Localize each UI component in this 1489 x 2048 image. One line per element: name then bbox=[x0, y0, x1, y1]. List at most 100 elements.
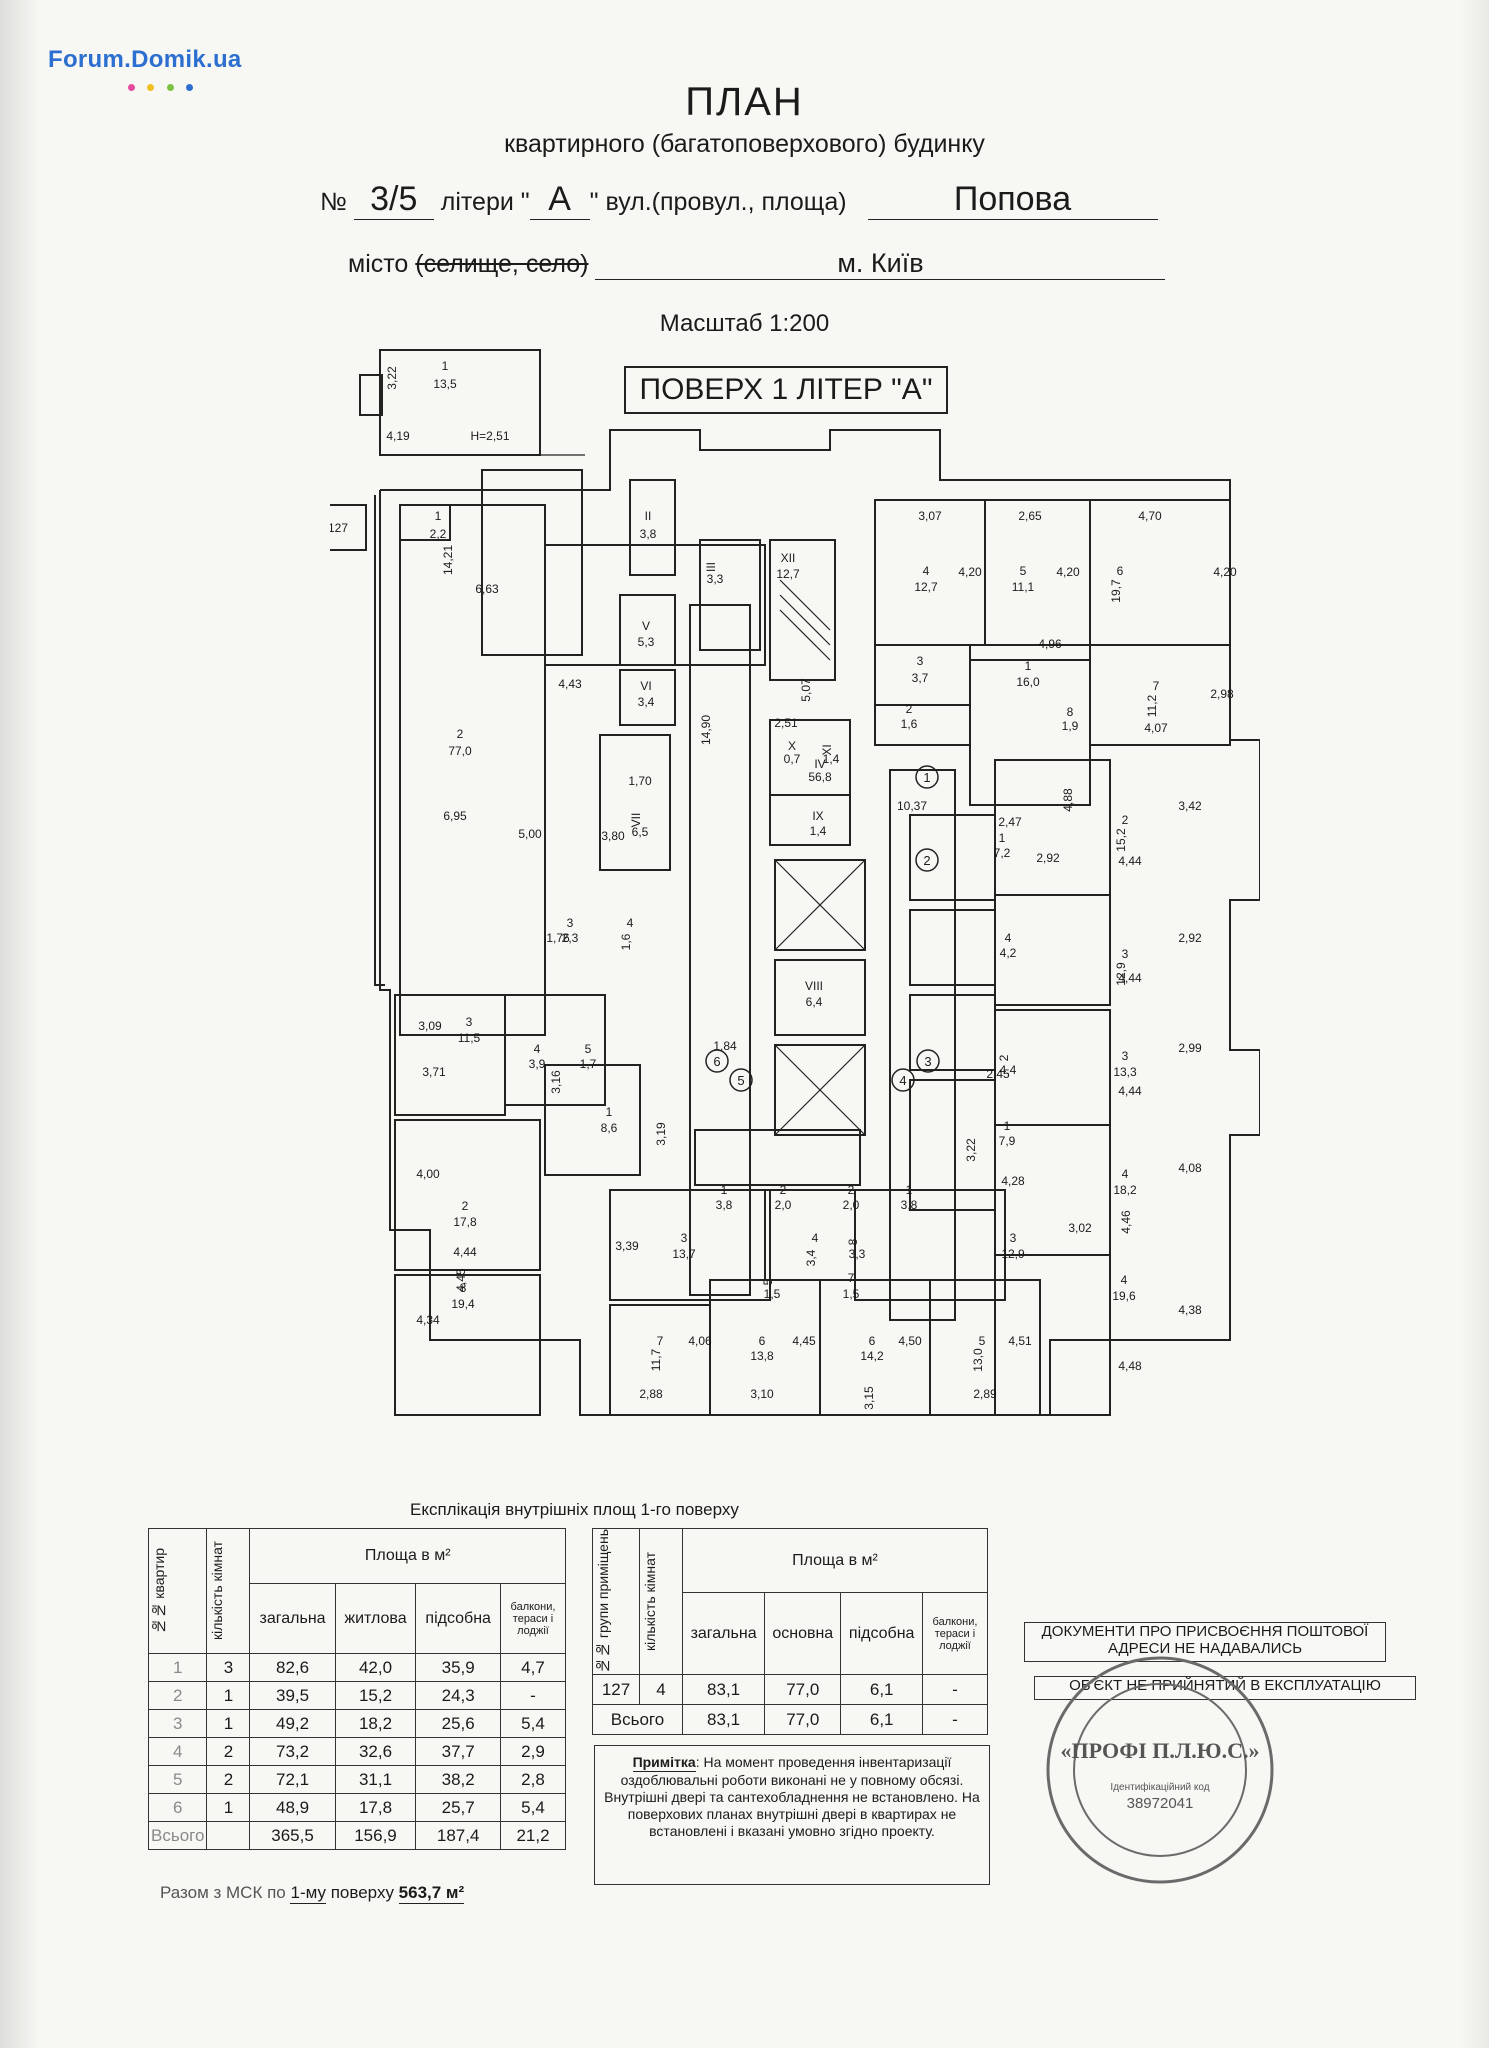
plan-label: 4,70 bbox=[1138, 509, 1162, 523]
table-cell: 4 bbox=[639, 1674, 683, 1706]
table-cell: 37,7 bbox=[415, 1737, 501, 1766]
plan-details bbox=[540, 454, 866, 1136]
watermark-dot bbox=[128, 84, 135, 91]
plan-label: 3,8 bbox=[901, 1198, 918, 1212]
plan-label: ХІІ bbox=[781, 551, 796, 565]
outline bbox=[379, 429, 1260, 1416]
table-cell: 365,5 bbox=[249, 1821, 336, 1850]
plan-label: 56,8 bbox=[808, 770, 832, 784]
plan-label: 2,99 bbox=[1178, 1041, 1202, 1055]
plan-label: Н=2,51 bbox=[470, 429, 509, 443]
plan-circle-marker bbox=[891, 1068, 915, 1092]
grand-total-mid: поверху bbox=[330, 1883, 394, 1902]
table-cell: 39,5 bbox=[249, 1681, 336, 1710]
header-aux: підсобна bbox=[415, 1583, 501, 1654]
city-line: місто (селище, село) м. Київ bbox=[348, 248, 1166, 280]
table-cell: 77,0 bbox=[764, 1674, 842, 1706]
explication-caption: Експлікація внутрішніх площ 1-го поверху bbox=[410, 1500, 739, 1519]
plan-label: 4,06 bbox=[688, 1334, 712, 1348]
plan-label: 4,20 bbox=[1056, 565, 1080, 579]
table-cell: 1 bbox=[206, 1681, 251, 1710]
header-apartment-label: №№ квартир bbox=[151, 1547, 167, 1635]
room-VI bbox=[619, 669, 676, 726]
table-cell: 2 bbox=[147, 1681, 208, 1710]
plan-circle-marker bbox=[705, 1049, 729, 1073]
room-13-0 bbox=[929, 1279, 1041, 1416]
plan-label: 11,7 bbox=[649, 1348, 663, 1371]
plan-label: 1,4 bbox=[823, 752, 840, 766]
plan-label: 1 bbox=[1004, 1119, 1011, 1133]
table-cell: 127 bbox=[592, 1674, 640, 1706]
watermark-dot bbox=[147, 84, 155, 91]
note-box: Примітка: На момент проведення інвентари… bbox=[594, 1745, 990, 1885]
plan-label: 3,22 bbox=[964, 1138, 978, 1162]
table-cell: 42,0 bbox=[334, 1653, 417, 1682]
plan-label: 17,8 bbox=[453, 1215, 477, 1229]
room-77 bbox=[399, 504, 546, 1036]
corridor bbox=[689, 604, 751, 1296]
plan-label: 4,51 bbox=[1008, 1334, 1032, 1348]
street-label: вул.(провул., площа) bbox=[605, 188, 847, 216]
plan-label: 1,6 bbox=[901, 717, 918, 731]
table-row: 127 4 83,1 77,0 6,1 - bbox=[592, 1674, 988, 1706]
document-title: ПЛАН bbox=[685, 80, 804, 124]
plan-label: 3 bbox=[917, 654, 924, 668]
plan-label: 4,45 bbox=[454, 1268, 468, 1292]
room-19-6 bbox=[994, 1254, 1111, 1416]
plan-label: 3 bbox=[466, 1015, 473, 1029]
plan-label: 11,1 bbox=[1012, 580, 1035, 594]
plan-label: 3,3 bbox=[707, 572, 724, 586]
seal-outer-ring bbox=[1046, 1656, 1274, 1884]
plan-label: 13,5 bbox=[433, 377, 457, 391]
plan-label: 3,9 bbox=[529, 1057, 546, 1071]
plan-label: 1,4 bbox=[810, 824, 827, 838]
plan-label: 2,92 bbox=[1178, 931, 1202, 945]
plan-label: 13,0 bbox=[971, 1348, 985, 1372]
plan-label: 13,8 bbox=[750, 1349, 774, 1363]
room-8-6 bbox=[544, 1064, 641, 1176]
plan-label: 2,88 bbox=[639, 1387, 663, 1401]
plan-circle-label: 3 bbox=[924, 1054, 931, 1069]
room-13-7 bbox=[609, 1189, 771, 1301]
plan-label: 14,90 bbox=[699, 715, 713, 745]
plan-label: 12,9 bbox=[1114, 962, 1128, 986]
plan-label: 3,3 bbox=[849, 1247, 866, 1261]
plan-label: 3 bbox=[1010, 1231, 1017, 1245]
stair-line bbox=[779, 609, 831, 661]
plan-circle-label: 5 bbox=[737, 1073, 744, 1088]
table-cell: 156,9 bbox=[334, 1821, 417, 1850]
plan-circle-label: 1 bbox=[923, 770, 930, 785]
plan-label: 2,51 bbox=[774, 716, 798, 730]
plan-circle-label: 4 bbox=[899, 1073, 906, 1088]
header-apartment: №№ квартир bbox=[147, 1528, 208, 1654]
plan-label: 2 bbox=[780, 1183, 787, 1197]
plan-label: IX bbox=[812, 809, 823, 823]
table-cell: 3 bbox=[206, 1653, 251, 1682]
plan-label: V bbox=[642, 619, 650, 633]
table-cell: - bbox=[922, 1674, 988, 1706]
plan-label: 4,2 bbox=[1000, 946, 1017, 960]
grand-total-value: 563,7 м² bbox=[398, 1883, 465, 1904]
plan-label: 2,0 bbox=[843, 1198, 860, 1212]
plan-label: ІІІ bbox=[704, 562, 718, 572]
plan-label: 4,43 bbox=[558, 677, 582, 691]
plan-label: 6 bbox=[759, 1334, 766, 1348]
elevator-2 bbox=[774, 1044, 866, 1136]
plan-label: 11,2 bbox=[1145, 694, 1159, 717]
liter-suffix: " bbox=[589, 188, 599, 216]
grand-total-floor: 1-му bbox=[290, 1883, 326, 1904]
table-cell: 6,1 bbox=[840, 1674, 923, 1706]
table-cell: 5,4 bbox=[500, 1709, 566, 1738]
plan-label: 7,2 bbox=[994, 846, 1011, 860]
plan-label: 2 bbox=[1122, 813, 1129, 827]
plan-label: 18,2 bbox=[1113, 1183, 1137, 1197]
cluster-mid bbox=[504, 994, 606, 1106]
table-total-row: Всього 365,5 156,9 187,4 21,2 bbox=[147, 1821, 566, 1850]
room-1-6 bbox=[874, 704, 971, 746]
plan-label: IV bbox=[814, 757, 825, 771]
plan-label: 0,7 bbox=[784, 752, 801, 766]
plan-label: 77,0 bbox=[448, 744, 472, 758]
